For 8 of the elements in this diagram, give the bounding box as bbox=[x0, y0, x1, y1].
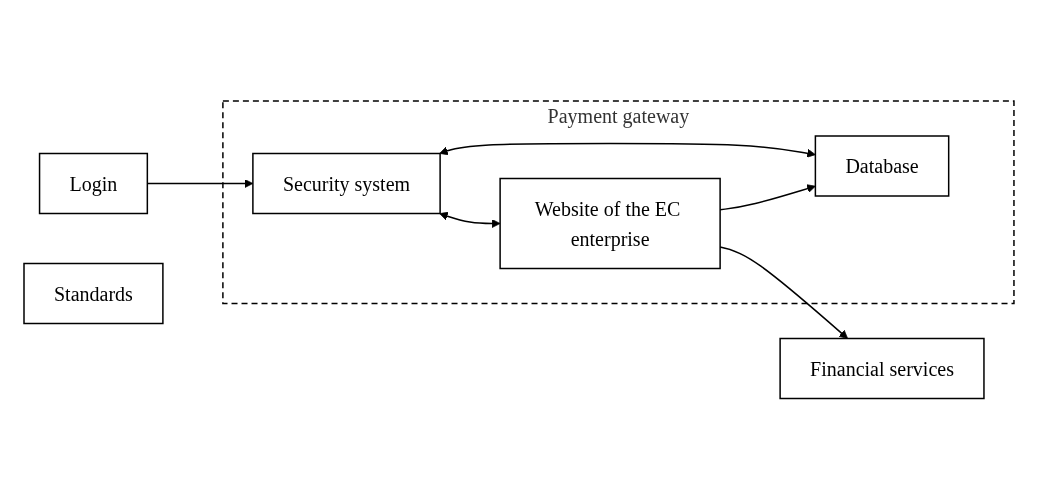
node-box: Website of the EC enterprise bbox=[499, 177, 721, 269]
node-box: Financial services bbox=[779, 337, 985, 399]
arrow bbox=[439, 211, 501, 228]
node-box: Standards bbox=[23, 262, 164, 324]
node-box: Login bbox=[38, 152, 149, 214]
node-box: Security system bbox=[252, 152, 441, 214]
arrow bbox=[439, 142, 816, 158]
node-box: Database bbox=[814, 135, 950, 197]
